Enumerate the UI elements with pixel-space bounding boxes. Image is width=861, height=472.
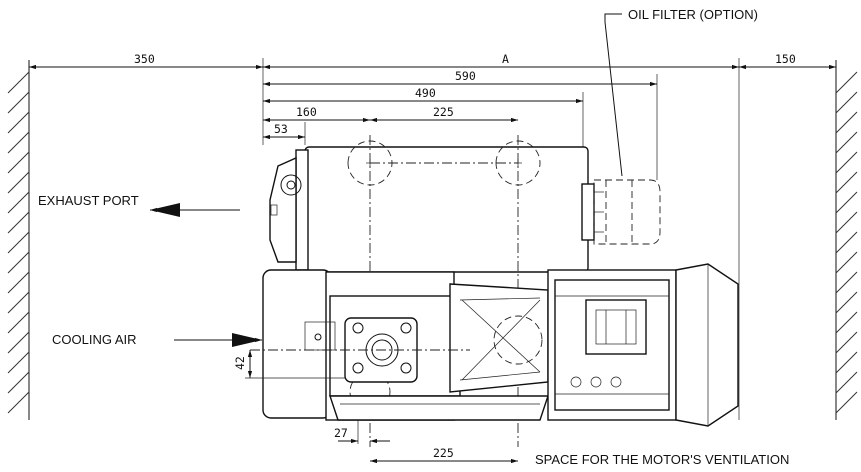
dimension-lines-top bbox=[29, 64, 836, 140]
oil-filter bbox=[581, 179, 661, 245]
dim-53: 53 bbox=[274, 122, 288, 136]
exhaust-port-label: EXHAUST PORT bbox=[38, 193, 139, 208]
right-wall bbox=[835, 60, 858, 420]
pump-cylinder bbox=[269, 135, 589, 447]
dim-490: 490 bbox=[415, 86, 436, 100]
exhaust-port-callout: EXHAUST PORT bbox=[38, 193, 240, 217]
dim-42: 42 bbox=[233, 356, 247, 370]
dim-160: 160 bbox=[296, 105, 317, 119]
left-wall bbox=[7, 60, 30, 420]
dim-225-top: 225 bbox=[433, 105, 454, 119]
oil-filter-callout: OIL FILTER (OPTION) bbox=[604, 7, 758, 177]
inlet-flange bbox=[250, 317, 470, 383]
motor-ventilation-label: SPACE FOR THE MOTOR'S VENTILATION bbox=[535, 452, 789, 467]
cooling-air-label: COOLING AIR bbox=[52, 332, 137, 347]
dim-27: 27 bbox=[334, 426, 348, 440]
cooling-air-callout: COOLING AIR bbox=[52, 332, 262, 347]
dim-a: A bbox=[502, 52, 509, 66]
dim-225-bottom: 225 bbox=[433, 446, 454, 460]
dim-150: 150 bbox=[775, 52, 796, 66]
oil-filter-label: OIL FILTER (OPTION) bbox=[628, 7, 758, 22]
dim-350: 350 bbox=[134, 52, 155, 66]
dimension-lines-bottom bbox=[338, 420, 518, 464]
electric-motor bbox=[547, 263, 739, 427]
dim-590: 590 bbox=[455, 69, 476, 83]
dim-42-group: 42 bbox=[233, 350, 345, 379]
